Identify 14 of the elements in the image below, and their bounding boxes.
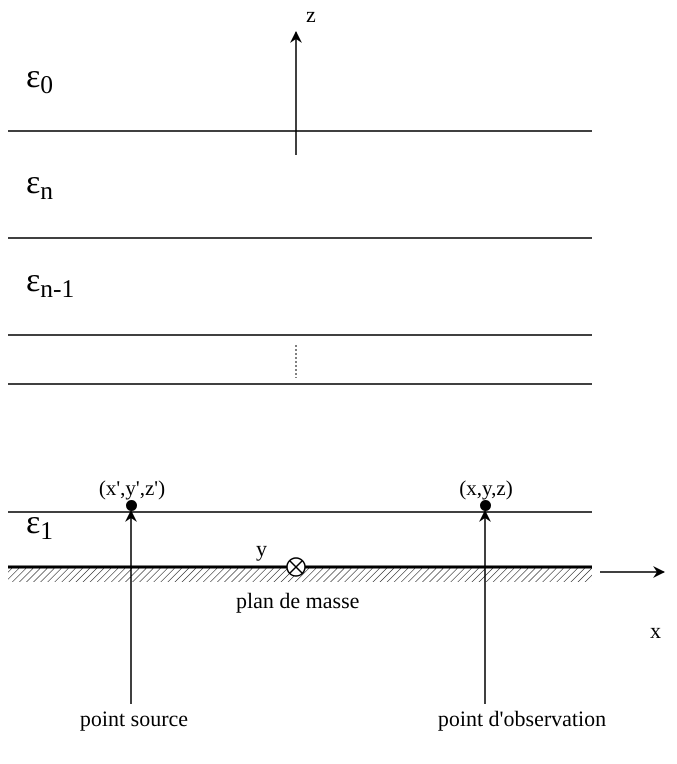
permittivity-label: ε$_{1}$ [26, 506, 54, 540]
ground-plane-label: plan de masse [236, 590, 360, 612]
axis-label: x [650, 620, 661, 642]
point-caption: point source [80, 708, 188, 730]
arrow [125, 510, 137, 704]
coordinate-label: (x,y,z) [458, 478, 514, 499]
coordinate-label: (x',y',z') [98, 478, 166, 499]
permittivity-label: ε$_{0}$ [26, 60, 54, 94]
point-caption: point d'observation [438, 708, 606, 730]
permittivity-label: ε$_{n}$ [26, 166, 54, 200]
axis-label: y [256, 538, 267, 560]
arrow [479, 510, 491, 704]
permittivity-label: ε$_{n-1}$ [26, 264, 74, 298]
axis-label: z [306, 4, 316, 26]
